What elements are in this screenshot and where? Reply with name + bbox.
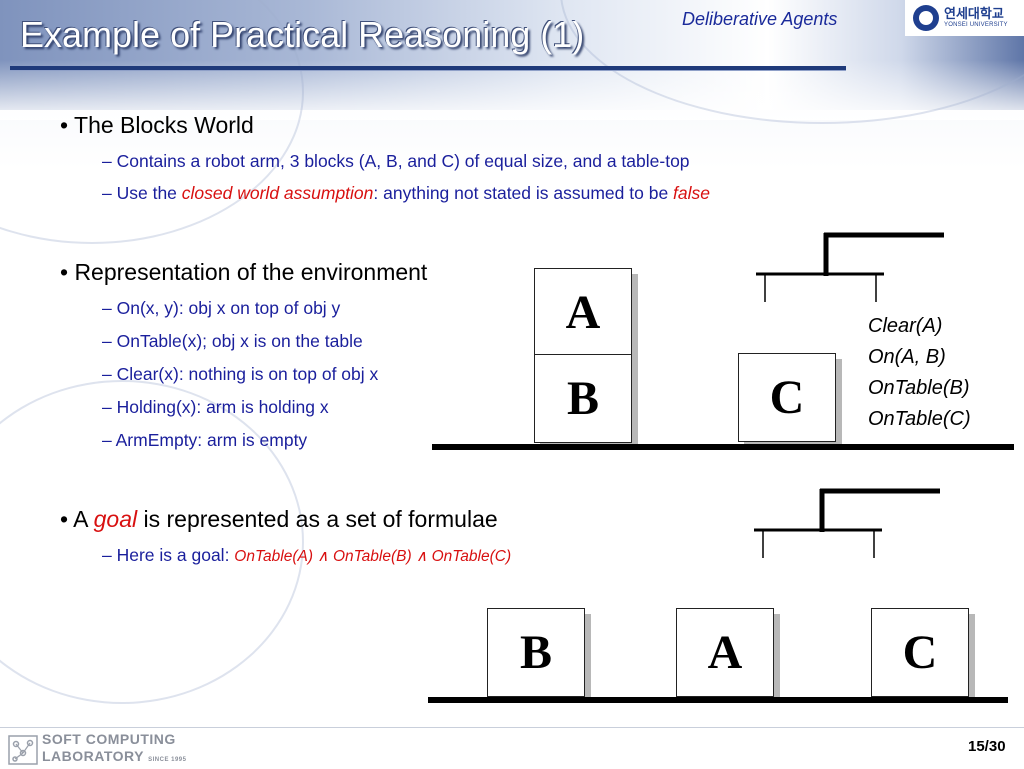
section-tag: Deliberative Agents	[682, 9, 838, 29]
robot-arm-icon	[754, 488, 940, 558]
fact-clear-a: Clear(A)	[868, 315, 943, 337]
block-c-goal: C	[871, 608, 969, 697]
bullet-representation: • Representation of the environment	[60, 259, 428, 285]
seal-icon	[913, 5, 939, 31]
bullet-text: is represented as a set of formulae	[137, 506, 498, 532]
fact-on-a-b: On(A, B)	[868, 346, 946, 368]
sub-bullet-on: – On(x, y): obj x on top of obj y	[102, 298, 341, 318]
fact-ontable-c: OnTable(C)	[868, 408, 971, 430]
lab-since: SINCE 1995	[148, 757, 187, 763]
bullet-text: • A	[60, 506, 94, 532]
block-b-goal: B	[487, 608, 585, 697]
sub-bullet-ontable: – OnTable(x); obj x is on the table	[102, 331, 363, 351]
robot-arm-icon	[756, 232, 944, 302]
logo-english: YONSEI UNIVERSITY	[944, 22, 1008, 28]
fact-ontable-b: OnTable(B)	[868, 377, 970, 399]
sub-text: : anything not stated is assumed to be	[373, 183, 674, 203]
lab-name-line2: LABORATORY	[42, 748, 144, 764]
sub-bullet-armempty: – ArmEmpty: arm is empty	[102, 430, 308, 450]
lab-logo: SOFT COMPUTING LABORATORY SINCE 1995	[8, 731, 186, 769]
sub-bullet-closed-world: – Use the closed world assumption: anyth…	[102, 183, 710, 204]
table-top-goal	[428, 697, 1008, 703]
sub-bullet-holding: – Holding(x): arm is holding x	[102, 397, 329, 417]
title-underline	[10, 66, 846, 71]
block-a-initial: A	[534, 268, 632, 357]
bullet-blocks-world: • The Blocks World	[60, 112, 254, 138]
sub-text: – Use the	[102, 183, 182, 203]
block-b-initial: B	[534, 354, 632, 443]
page-number: 15/30	[968, 738, 1006, 755]
block-c-initial: C	[738, 353, 836, 442]
block-a-goal: A	[676, 608, 774, 697]
sub-text: – Here is a goal:	[102, 545, 235, 565]
bullet-goal: • A goal is represented as a set of form…	[60, 506, 498, 533]
emphasis-false: false	[673, 183, 711, 203]
network-icon	[8, 735, 38, 765]
university-logo: 연세대학교 YONSEI UNIVERSITY	[905, 0, 1024, 36]
slide-title: Example of Practical Reasoning (1)	[20, 14, 585, 55]
logo-korean: 연세대학교	[944, 6, 1004, 21]
lab-name-line1: SOFT COMPUTING	[42, 731, 176, 747]
initial-state-facts: Clear(A) On(A, B) OnTable(B) OnTable(C)	[868, 311, 971, 435]
sub-bullet-clear: – Clear(x): nothing is on top of obj x	[102, 364, 379, 384]
footer-divider	[0, 727, 1024, 728]
goal-formula: OnTable(A) ∧ OnTable(B) ∧ OnTable(C)	[234, 548, 512, 565]
emphasis-closed-world: closed world assumption	[181, 183, 374, 203]
emphasis-goal: goal	[93, 506, 138, 532]
sub-bullet-contains: – Contains a robot arm, 3 blocks (A, B, …	[102, 151, 690, 171]
background-swirl	[0, 380, 304, 704]
table-top-initial	[432, 444, 1014, 450]
sub-bullet-goal-example: – Here is a goal: OnTable(A) ∧ OnTable(B…	[102, 545, 511, 566]
